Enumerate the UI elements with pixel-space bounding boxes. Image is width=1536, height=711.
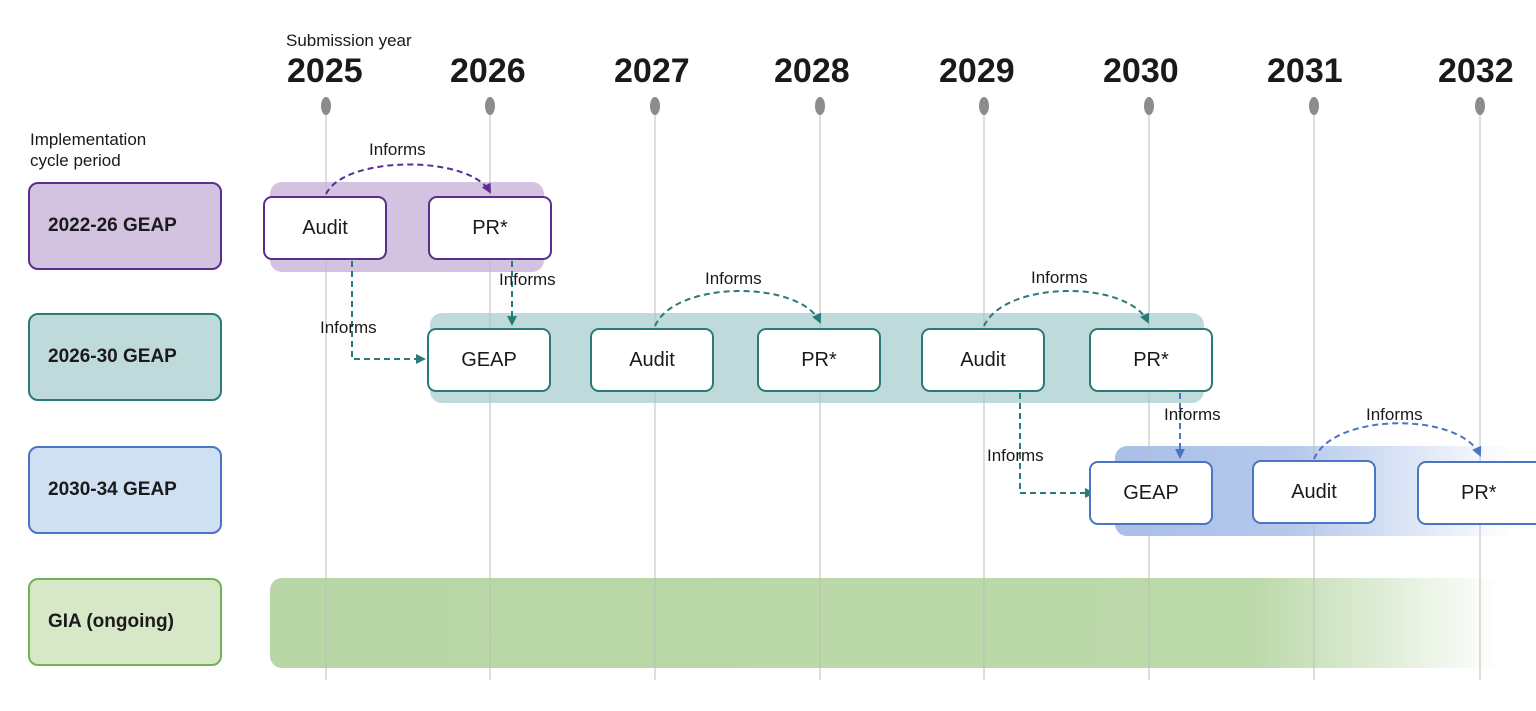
informs-label: Informs [987,446,1044,465]
geap-box-2026-30: GEAP [427,328,551,392]
informs-label: Informs [499,270,556,289]
audit-box-2026-30-first: Audit [590,328,714,392]
pr-box-2022-26: PR* [428,196,552,260]
pr-box-2026-30-second: PR* [1089,328,1213,392]
year-label: 2029 [939,52,1015,90]
year-label: 2025 [287,52,363,90]
row-label-gia-ongoing: GIA (ongoing) [28,578,222,666]
row-label-2030-34-geap: 2030-34 GEAP [28,446,222,534]
year-label: 2032 [1438,52,1514,90]
elbow-audit2022-to-geap2026 [351,261,426,364]
implementation-label-line1: Implementation [30,130,147,149]
pr-box-2030-34: PR* [1417,461,1536,525]
year-markers [321,97,1485,115]
informs-label: Informs [1366,405,1423,424]
arc-audit-to-pr-2031 [1313,422,1482,460]
arc-audit-to-pr-2022 [325,163,491,195]
informs-label: Informs [1031,268,1088,287]
year-label: 2028 [774,52,850,90]
year-label: 2027 [614,52,690,90]
band-gia [270,578,1500,668]
year-gridlines [325,106,1481,680]
row-label-2026-30-geap: 2026-30 GEAP [28,313,222,401]
informs-label: Informs [1164,405,1221,424]
elbow-audit2029-to-geap2030 [1019,393,1095,498]
geap-box-2030-34: GEAP [1089,461,1213,525]
row-label-2022-26-geap: 2022-26 GEAP [28,182,222,270]
audit-box-2030-34: Audit [1252,460,1376,524]
year-label: 2030 [1103,52,1179,90]
audit-box-2022-26: Audit [263,196,387,260]
implementation-label-line2: cycle period [30,151,121,170]
informs-label: Informs [320,318,377,337]
year-label: 2031 [1267,52,1343,90]
informs-label: Informs [369,140,426,159]
pr-box-2026-30-first: PR* [757,328,881,392]
informs-label: Informs [705,269,762,288]
arc-audit-to-pr-2027 [654,290,822,327]
arc-audit-to-pr-2029 [983,290,1150,327]
submission-year-label: Submission year [286,31,412,50]
year-label: 2026 [450,52,526,90]
audit-box-2026-30-second: Audit [921,328,1045,392]
